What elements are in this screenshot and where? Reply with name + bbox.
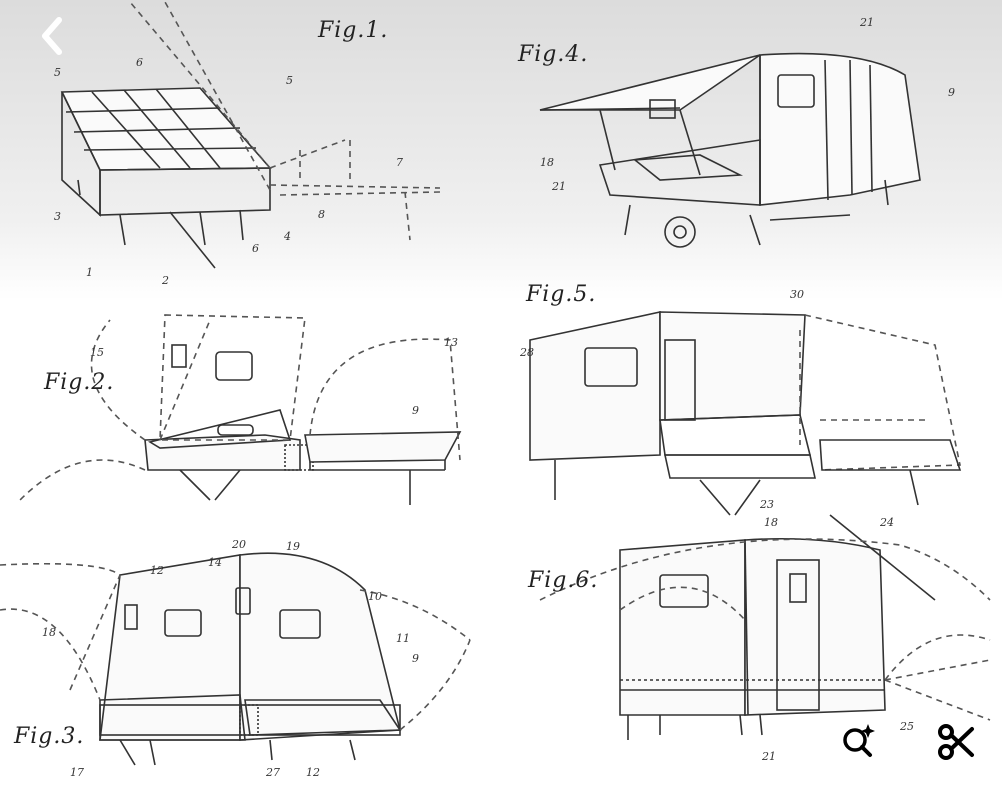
fig6-drawing	[539, 514, 991, 740]
fig1-drawing	[60, 1, 441, 269]
ref-number: 15	[90, 346, 104, 359]
visual-lookup-icon	[838, 720, 878, 765]
figure-label-fig5: Fig.5.	[526, 282, 597, 307]
ref-number: 21	[859, 16, 874, 29]
ref-number: 20	[231, 538, 246, 551]
ref-number: 23	[759, 498, 774, 511]
figure-label-fig1: Fig.1.	[318, 18, 389, 43]
ref-number: 5	[286, 74, 293, 87]
ref-number: 9	[412, 652, 419, 665]
ref-number: 13	[444, 336, 458, 349]
visual-lookup-button[interactable]	[836, 720, 880, 764]
fig2-drawing	[19, 314, 462, 505]
ref-number: 17	[70, 766, 84, 779]
fig3-drawing	[0, 552, 471, 766]
ref-number: 11	[396, 632, 410, 645]
ref-number: 28	[519, 346, 534, 359]
ref-number: 4	[283, 230, 291, 243]
ref-number: 21	[551, 180, 566, 193]
figure-label-fig3: Fig.3.	[14, 724, 85, 749]
figure-label-fig6: Fig.6.	[528, 568, 599, 593]
ref-number: 25	[899, 720, 914, 733]
ref-number: 12	[150, 564, 164, 577]
ref-number: 27	[265, 766, 280, 779]
ref-number: 3	[54, 210, 61, 223]
ref-number: 10	[368, 590, 382, 603]
ref-number: 18	[540, 156, 554, 169]
ref-number: 14	[208, 556, 222, 569]
ref-number: 12	[306, 766, 320, 779]
ref-number: 5	[54, 66, 61, 79]
ref-number: 6	[252, 242, 259, 255]
fig4-drawing	[539, 52, 921, 248]
ref-number: 8	[318, 208, 325, 221]
back-button[interactable]	[28, 14, 76, 62]
ref-number: 7	[396, 156, 403, 169]
ref-number: 21	[761, 750, 776, 763]
figure-label-fig2: Fig.2.	[44, 370, 115, 395]
figure-label-fig4: Fig.4.	[518, 42, 589, 67]
ref-number: 6	[136, 56, 143, 69]
fig5-drawing	[529, 311, 962, 516]
ref-number: 18	[42, 626, 56, 639]
ref-number: 2	[161, 274, 169, 287]
ref-number: 18	[764, 516, 778, 529]
ref-number: 9	[412, 404, 419, 417]
ref-number: 30	[790, 288, 804, 301]
ref-number: 19	[286, 540, 300, 553]
ref-number: 1	[86, 266, 93, 279]
chevron-left-icon	[37, 16, 67, 61]
scissors-icon	[936, 722, 976, 767]
ref-number: 9	[948, 86, 955, 99]
scissors-button[interactable]	[934, 722, 978, 766]
ref-number: 24	[879, 516, 894, 529]
